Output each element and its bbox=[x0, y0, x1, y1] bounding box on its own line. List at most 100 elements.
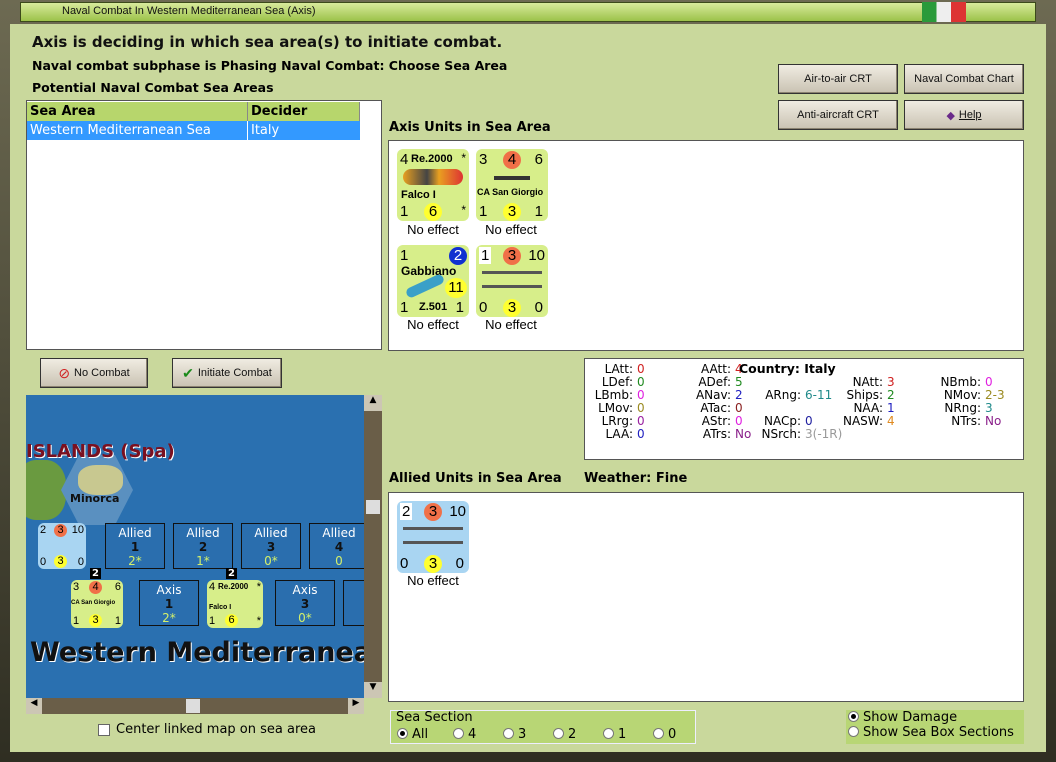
help-button[interactable]: ◆Help bbox=[904, 100, 1024, 130]
sea-area-list[interactable]: Sea Area Decider Western Mediterranean S… bbox=[26, 100, 382, 350]
stat-lmov: LMov:0 bbox=[573, 401, 645, 415]
naval-combat-chart-button[interactable]: Naval Combat Chart bbox=[904, 64, 1024, 94]
title-bar[interactable] bbox=[20, 2, 1036, 22]
sea-section-radio-4[interactable]: 4 bbox=[453, 727, 503, 742]
stat-key: LMov: bbox=[598, 401, 633, 415]
unit-counter-convoy[interactable]: 1 3 10 0 3 0 bbox=[476, 245, 548, 317]
scroll-left-arrow-icon[interactable]: ◀ bbox=[26, 698, 42, 714]
unit-counter-re2000[interactable]: 4 Re.2000 * Falco I 1 6 * bbox=[397, 149, 469, 221]
unit-counter-z501[interactable]: 1 2 Gabbiano 11 1 Z.501 1 bbox=[397, 245, 469, 317]
counter-value: 1 bbox=[479, 203, 488, 220]
stat-value: 0 bbox=[805, 414, 813, 428]
scroll-right-arrow-icon[interactable]: ▶ bbox=[348, 698, 364, 714]
col-decider[interactable]: Decider bbox=[248, 102, 360, 121]
counter-value: 3 bbox=[424, 555, 442, 573]
counter-value: * bbox=[256, 581, 261, 593]
stat-laa: LAA:0 bbox=[573, 427, 644, 441]
map-horizontal-scrollbar[interactable]: ◀ ▶ bbox=[26, 698, 364, 714]
list-row[interactable]: Western Mediterranean Sea Italy bbox=[27, 121, 360, 140]
radio-indicator[interactable] bbox=[397, 728, 408, 739]
radio-indicator[interactable] bbox=[653, 728, 664, 739]
counter-value: 3 bbox=[503, 247, 521, 265]
stat-key: LAA: bbox=[605, 427, 633, 441]
counter-value: 1 bbox=[114, 615, 121, 627]
stat-key: LRrg: bbox=[601, 414, 633, 428]
sea-section-radio-1[interactable]: 1 bbox=[603, 727, 653, 742]
anti-aircraft-crt-button[interactable]: Anti-aircraft CRT bbox=[778, 100, 898, 130]
scroll-down-arrow-icon[interactable]: ▼ bbox=[364, 682, 382, 698]
status-heading: Axis is deciding in which sea area(s) to… bbox=[32, 33, 503, 51]
radio-indicator[interactable] bbox=[848, 711, 859, 722]
sea-section-radio-3[interactable]: 3 bbox=[503, 727, 553, 742]
radio-indicator[interactable] bbox=[553, 728, 564, 739]
stat-atac: ATac:0 bbox=[671, 401, 742, 415]
map-vertical-scrollbar[interactable]: ▲ ▼ bbox=[364, 395, 382, 698]
radio-indicator[interactable] bbox=[603, 728, 614, 739]
stat-key: AStr: bbox=[701, 414, 731, 428]
unit-counter-san-giorgio[interactable]: 3 4 6 CA San Giorgio 1 3 1 bbox=[476, 149, 548, 221]
show-sea-box-sections-radio[interactable]: Show Sea Box Sections bbox=[846, 725, 1024, 740]
stat-key: ADef: bbox=[698, 375, 731, 389]
scroll-thumb[interactable] bbox=[186, 699, 200, 713]
stat-nacp: NACp: 0 bbox=[741, 414, 813, 428]
unit-counter-allied-convoy[interactable]: 2 3 10 0 3 0 bbox=[397, 501, 469, 573]
stat-value: 0 bbox=[637, 388, 645, 402]
show-damage-radio[interactable]: Show Damage bbox=[846, 710, 1024, 725]
counter-value: 3 bbox=[73, 581, 80, 593]
box-count: 0 bbox=[335, 554, 343, 568]
sea-box-axis-4[interactable]: Ax bbox=[343, 580, 364, 626]
scroll-thumb[interactable] bbox=[366, 500, 380, 514]
initiate-combat-button[interactable]: ✔Initiate Combat bbox=[172, 358, 282, 388]
counter-value: 0 bbox=[455, 555, 464, 572]
counter-name: Z.501 bbox=[419, 301, 448, 313]
stat-value: 0 bbox=[637, 375, 645, 389]
sea-section-radio-all[interactable]: All bbox=[397, 727, 453, 742]
center-map-checkbox[interactable]: Center linked map on sea area bbox=[98, 722, 316, 737]
stat-lbmb: LBmb:0 bbox=[573, 388, 645, 402]
counter-type: Gabbiano bbox=[401, 264, 457, 278]
counter-value: 1 bbox=[209, 615, 216, 627]
box-count: 2* bbox=[162, 611, 176, 625]
cruiser-icon bbox=[494, 176, 530, 180]
col-sea-area[interactable]: Sea Area bbox=[27, 102, 248, 121]
stat-nmov: NMov:2-3 bbox=[921, 388, 1005, 402]
italy-flag-icon bbox=[922, 2, 966, 22]
radio-indicator[interactable] bbox=[848, 726, 859, 737]
stat-key: NACp: bbox=[763, 414, 801, 428]
counter-value: 1 bbox=[400, 203, 409, 220]
subphase-text: Naval combat subphase is Phasing Naval C… bbox=[32, 58, 508, 73]
stack-count-badge: 2 bbox=[90, 568, 101, 579]
radio-indicator[interactable] bbox=[503, 728, 514, 739]
box-section: 4 bbox=[334, 540, 344, 554]
radio-label: 4 bbox=[468, 727, 477, 742]
radio-indicator[interactable] bbox=[453, 728, 464, 739]
radio-label: 3 bbox=[518, 727, 527, 742]
air-to-air-crt-button[interactable]: Air-to-air CRT bbox=[778, 64, 898, 94]
stat-key: NAA: bbox=[853, 401, 883, 415]
sea-section-radio-2[interactable]: 2 bbox=[553, 727, 603, 742]
stat-key: AAtt: bbox=[701, 362, 731, 376]
sea-section-radio-0[interactable]: 0 bbox=[653, 727, 703, 742]
box-count: 0* bbox=[264, 554, 278, 568]
counter-value: * bbox=[461, 151, 466, 165]
box-section: 1 bbox=[164, 597, 174, 611]
window-title: Naval Combat In Western Mediterranean Se… bbox=[62, 5, 316, 17]
stat-naa: NAA:1 bbox=[823, 401, 894, 415]
checkmark-icon: ✔ bbox=[182, 364, 194, 381]
stat-value: 0 bbox=[637, 362, 645, 376]
scroll-up-arrow-icon[interactable]: ▲ bbox=[364, 395, 382, 411]
stat-value: 5 bbox=[735, 375, 743, 389]
no-combat-button[interactable]: ⊘No Combat bbox=[40, 358, 148, 388]
unit-effect: No effect bbox=[407, 317, 459, 332]
checkbox-box[interactable] bbox=[98, 723, 110, 736]
